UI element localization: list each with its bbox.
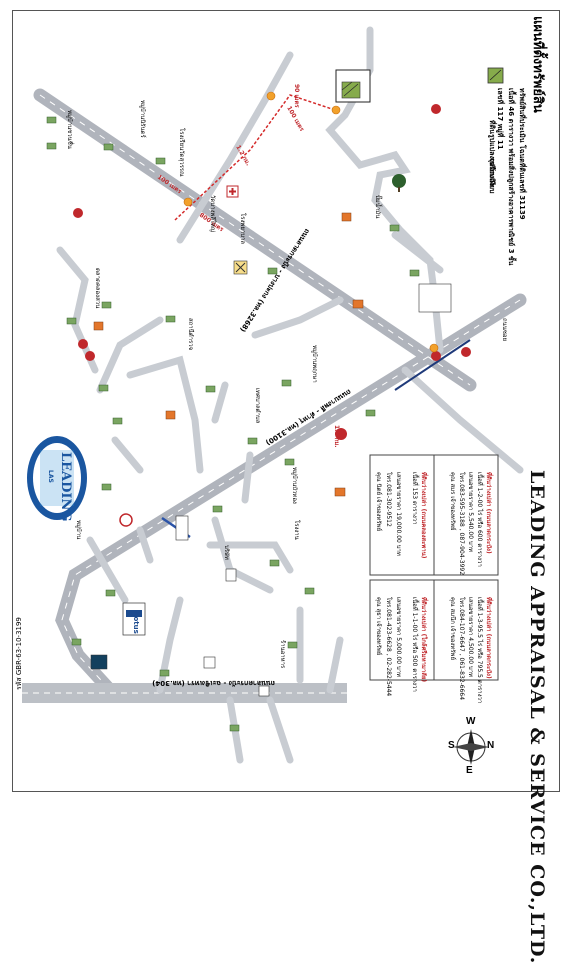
map-page: แผนที่ตั้งทรัพย์สิน LEADING APPRAISAL & … [12, 10, 560, 964]
distance-label: 1.8 กม. [333, 425, 340, 448]
place-label: โรงพยาบาล [239, 213, 246, 245]
comp1-area: เนื้อที่ 1-2-00 ไร่ หรือ 600 ตารางวา [476, 472, 483, 567]
comp4-price: เสนอขายราคา 5,000.00 บาท [395, 597, 402, 678]
comp3-price: เสนอขายราคา 19,000.00 บาท [395, 472, 402, 556]
company-name: LEADING APPRAISAL & SERVICE CO.,LTD. [526, 470, 548, 964]
legend-reference: จุดอ้างอิง [488, 158, 496, 186]
compass-south: E [466, 765, 473, 776]
comp1-title: ที่ดินว่างเปล่า (ถนนลาดกระบัง) [485, 472, 492, 554]
leading-logo [27, 436, 87, 520]
page-title: แผนที่ตั้งทรัพย์สิน [530, 16, 545, 113]
comp2-price: เสนอขายราคา 4,500.00 บาท [467, 597, 474, 678]
comp2-contact: คุณ สมนึก เจ้าของทรัพย์ [449, 597, 456, 660]
hospital-icon [226, 185, 239, 198]
logo-name: LEADING [58, 452, 73, 522]
place-label: หมู่บ้านชวนชื่น [66, 110, 73, 149]
comp3-title: ที่ดินว่างเปล่า (ถนนคลองสะพาน) [420, 472, 427, 559]
place-label: ร้านอาหาร [279, 640, 286, 669]
logo-sub: LAS [47, 470, 54, 483]
page-frame [12, 10, 560, 792]
road-network [22, 26, 527, 765]
comp2-title: ที่ดินว่างเปล่า (ถนนลาดกระบัง) [485, 597, 492, 679]
compass-east: N [487, 740, 495, 751]
government-icon [233, 260, 248, 275]
place-label: หมู่บ้านบัวทอง [291, 467, 298, 504]
road-label-main-bottom: ถนนลาดกระบัง - ฉะเชิงเทรา (ทล.304) [152, 679, 275, 687]
comp1-number: 1 [483, 459, 490, 464]
comp3-tel: โทร.081-302-9512 [385, 472, 392, 527]
place-label: สถานีตำรวจ [187, 318, 194, 351]
comp4-contact: คุณ สุธา เจ้าของทรัพย์ [375, 597, 382, 656]
compass-rose [453, 729, 489, 765]
comparable-markers [73, 104, 471, 440]
comparables-panel [369, 454, 499, 681]
subject-desc-1: ทรัพย์สินที่ประเมิน โฉนดที่ดินเลขที่ 311… [518, 88, 526, 220]
comp2-area: เนื้อที่ 1-3-95.5 ไร่ หรือ 795.5 ตารางวา [476, 597, 483, 704]
place-label: หมู่บ้านพฤกษา [311, 345, 318, 383]
comp1-contact: คุณ สมร เจ้าของทรัพย์ [449, 472, 456, 531]
comp1-price: เสนอขายราคา 5,540.00 บาท [467, 472, 474, 553]
comp3-contact: คุณ นิตย์ เจ้าของทรัพย์ [375, 472, 382, 532]
place-label: บริษัท [223, 545, 230, 560]
lotus-store-icon [122, 602, 146, 636]
lotus-label: Lotus [132, 612, 140, 634]
compass-west: S [448, 740, 455, 751]
subject-property-marker [335, 69, 371, 103]
page-code: รหัส GBR-63-10-3199 [15, 617, 23, 690]
comp3-number: 3 [413, 459, 420, 464]
place-label: ตลาดคลองสวน [94, 268, 101, 309]
comp3-area: เนื้อที่ 153 ตารางวา [411, 472, 418, 525]
subject-desc-2: เนื้อที่ 46 ตารางวา พร้อมสิ่งปลูกสร้างอา… [507, 88, 515, 266]
comp4-title: ที่ดินว่างเปล่า (ใกล้ศรีมหามาลัย) [420, 597, 427, 683]
comp1-tel: โทร.083-595-3188 , 087-904-3992 [458, 472, 465, 576]
compass-north: W [466, 716, 476, 727]
comp4-tel: โทร.081-423-6628 , 02-282-5444 [385, 597, 392, 697]
place-label: วัดบางพลีใหญ่ [209, 195, 216, 233]
road-secondary [56, 26, 524, 764]
place-label: โรงงาน [293, 520, 300, 540]
place-label: เทศบาลตำบล [254, 388, 261, 424]
place-label: หมู่บ้านนิรันดร์ [139, 100, 146, 138]
place-label: ปั๊มน้ำมัน [374, 195, 381, 219]
village-icons [46, 116, 420, 732]
place-label: ถนนซอย [501, 318, 508, 342]
place-label: หมู่บ้าน [75, 520, 82, 540]
sign-icon [119, 513, 133, 527]
tree-icon [392, 174, 406, 192]
comp4-area: เนื้อที่ 1-1-00 ไร่ หรือ 500 ตารางวา [411, 597, 418, 692]
place-label: โรงเรียนวัดสุวรรณ [178, 128, 185, 177]
comp4-number: 4 [413, 584, 420, 589]
comp2-tel: โทร.084-107-6647 , 061-832-6664 [458, 597, 465, 701]
comp2-number: 2 [483, 584, 490, 589]
store-icon [90, 654, 108, 670]
